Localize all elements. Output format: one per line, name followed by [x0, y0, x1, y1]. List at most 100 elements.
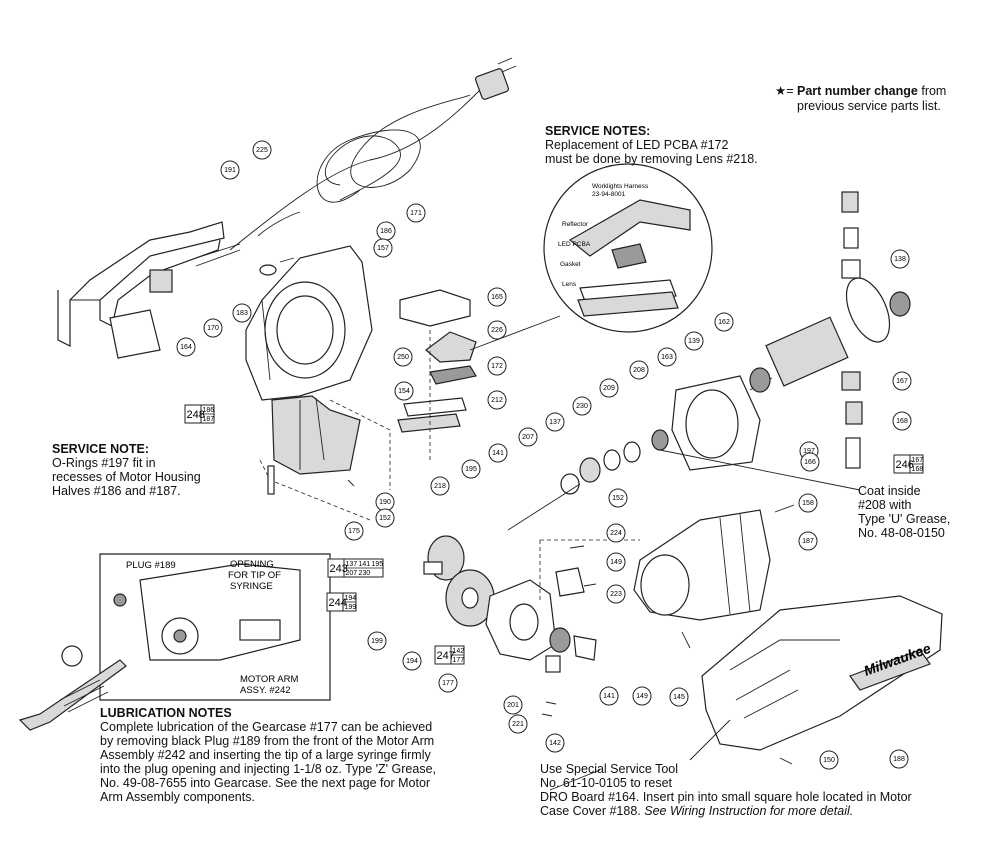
switch-bracket-191 — [57, 221, 225, 347]
motor-case-cover-188 — [701, 595, 943, 751]
switch-165 — [399, 289, 471, 327]
gearcase-177 — [485, 579, 557, 661]
callout-number: 145 — [673, 694, 685, 701]
callouts: 1912251711861571831701641652262501721542… — [176, 140, 912, 770]
callout-170: 170 — [203, 318, 223, 338]
callout-number: 190 — [379, 499, 391, 506]
kit-box-sub-number: 194 — [345, 595, 357, 602]
callout-number: 170 — [207, 325, 219, 332]
callout-number: 186 — [380, 228, 392, 235]
callout-190: 190 — [375, 492, 395, 512]
callout-250: 250 — [393, 347, 413, 367]
leader-line — [549, 769, 601, 791]
detail-label-reflector: Reflector — [562, 221, 589, 228]
callout-139: 139 — [684, 331, 704, 351]
lubrication-line-3: Assembly #242 and inserting the tip of a… — [100, 748, 431, 762]
kit-box-sub-number: 186 — [203, 407, 215, 414]
kit-box-number: 247 — [437, 650, 455, 662]
bracket-223 — [573, 635, 597, 661]
detail-label-gasket: Gasket — [560, 261, 581, 268]
callout-195: 195 — [461, 459, 481, 479]
callout-225: 225 — [252, 140, 272, 160]
callout-number: 167 — [896, 378, 908, 385]
callout-number: 137 — [549, 419, 561, 426]
coat-note-line-3: Type 'U' Grease, — [858, 512, 951, 526]
leader-line — [659, 449, 861, 491]
washer-209 — [623, 441, 641, 463]
callout-number: 150 — [823, 757, 835, 764]
lubrication-line-5: No. 49-08-7655 into Gearcase. See the ne… — [100, 776, 431, 790]
lens-218 — [397, 413, 461, 433]
coat-note-line-1: Coat inside — [858, 484, 921, 498]
screw-145 — [681, 631, 691, 649]
lubrication-line-2: by removing black Plug #189 from the fro… — [100, 734, 435, 748]
screw-158 — [774, 504, 795, 513]
kit-box-sub-number: 141 — [359, 561, 371, 568]
inset-label-opening-3: SYRINGE — [230, 581, 273, 592]
callout-171: 171 — [406, 203, 426, 223]
callout-163: 163 — [657, 347, 677, 367]
callout-number: 138 — [894, 256, 906, 263]
callout-223: 223 — [606, 584, 626, 604]
lubrication-line-6: Arm Assembly components. — [100, 790, 255, 804]
shaft-195 — [507, 483, 581, 531]
tool-note-line-1: Use Special Service Tool — [540, 762, 679, 776]
callout-number: 224 — [610, 530, 622, 537]
callout-number: 149 — [610, 559, 622, 566]
callout-number: 191 — [224, 167, 236, 174]
screw-150 — [779, 757, 793, 765]
callout-number: 223 — [610, 591, 622, 598]
led-detail-circle — [469, 163, 713, 351]
callout-188: 188 — [889, 749, 909, 769]
callout-177: 177 — [438, 673, 458, 693]
callout-number: 171 — [410, 210, 422, 217]
pin-175 — [267, 465, 275, 495]
callout-number: 212 — [491, 397, 503, 404]
callout-number: 158 — [802, 500, 814, 507]
callout-number: 141 — [603, 693, 615, 700]
callout-number: 188 — [893, 756, 905, 763]
bearing-208 — [651, 429, 669, 451]
callout-150: 150 — [819, 750, 839, 770]
callout-number: 164 — [180, 344, 192, 351]
armature-162 — [749, 277, 891, 391]
callout-187: 187 — [798, 531, 818, 551]
legend-rest-2: previous service parts list. — [797, 99, 941, 113]
callout-162: 162 — [714, 312, 734, 332]
callout-164: 164 — [176, 337, 196, 357]
gasket-212 — [403, 397, 467, 417]
gear-194 — [445, 569, 495, 627]
callout-221: 221 — [508, 714, 528, 734]
callout-207: 207 — [518, 427, 538, 447]
callout-224: 224 — [606, 523, 626, 543]
callout-157: 157 — [373, 238, 393, 258]
callout-number: 141 — [492, 450, 504, 457]
callout-number: 195 — [465, 466, 477, 473]
callout-number: 168 — [896, 418, 908, 425]
led-pcba-172 — [429, 365, 477, 385]
callout-191: 191 — [220, 160, 240, 180]
coat-note-line-2: #208 with — [858, 498, 912, 512]
leader-dash — [329, 399, 391, 490]
callout-number: 152 — [612, 495, 624, 502]
service-note-left: SERVICE NOTE: O-Rings #197 fit in recess… — [52, 442, 201, 498]
legend-bold: Part number change — [797, 84, 918, 98]
screw-157 — [279, 257, 295, 263]
kit-box-sub-number: 195 — [372, 561, 384, 568]
field-163 — [671, 375, 761, 471]
callout-number: 225 — [256, 147, 268, 154]
motor-housing-187 — [633, 509, 771, 621]
screw-152b — [569, 545, 585, 549]
callout-141: 141 — [488, 443, 508, 463]
detail-label-harness-1: Worklights Harness — [592, 183, 649, 190]
callout-number: 149 — [636, 693, 648, 700]
callout-number: 197 — [803, 448, 815, 455]
inset-label-opening-1: OPENING — [230, 559, 274, 570]
callout-149: 149 — [606, 552, 626, 572]
callout-number: 154 — [398, 388, 410, 395]
kit-box-sub-number: 187 — [203, 416, 215, 423]
callout-number: 199 — [371, 638, 383, 645]
callout-175: 175 — [344, 521, 364, 541]
